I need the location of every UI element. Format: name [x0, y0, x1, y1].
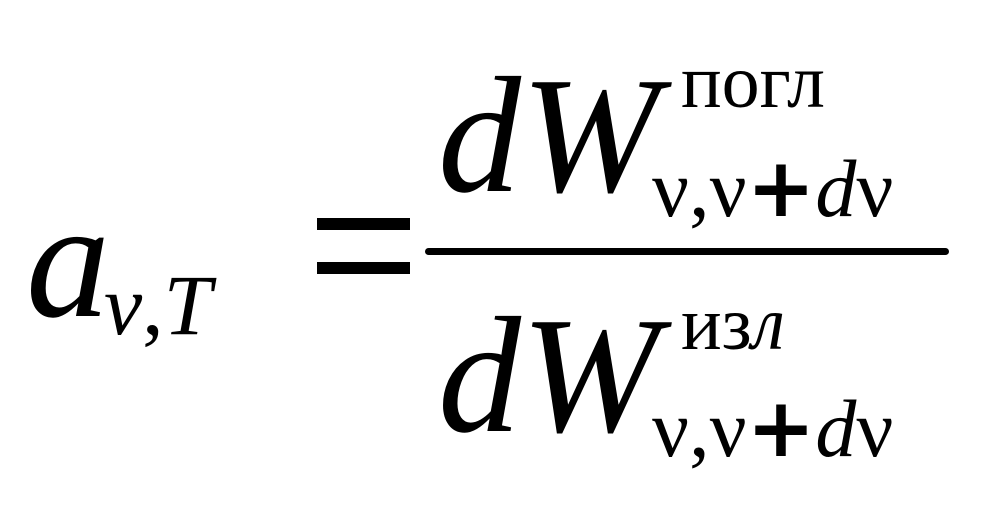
differential-d: d [438, 283, 521, 467]
sub-plus: + [746, 381, 816, 476]
denominator-superscript: изл [681, 286, 785, 362]
sub-nu: ν [856, 383, 894, 474]
subscript-T: T [163, 257, 212, 353]
sub-d: d [815, 383, 857, 474]
numerator-superscript: погл [681, 40, 825, 124]
numerator-subscript: ν,ν+dν [652, 148, 893, 230]
symbol-W: W [521, 43, 660, 227]
sub-nu: ν [652, 143, 690, 234]
sub-comma: , [689, 383, 710, 474]
lhs-symbol-a: a [26, 167, 110, 353]
superscript-italic: л [751, 282, 785, 366]
sub-nu: ν [709, 143, 747, 234]
sub-comma: , [689, 143, 710, 234]
differential-d: d [438, 43, 521, 227]
subscript-comma: , [142, 257, 164, 353]
symbol-W: W [521, 283, 660, 467]
sub-nu: ν [709, 383, 747, 474]
equals-bar-top [317, 218, 410, 230]
equals-bar-bottom [317, 262, 410, 274]
denominator-dW: dW [438, 292, 659, 458]
sub-nu: ν [856, 143, 894, 234]
denominator-subscript: ν,ν+dν [652, 388, 893, 470]
subscript-nu: ν [104, 257, 143, 353]
superscript-upright: из [681, 282, 752, 366]
fraction-bar [425, 248, 949, 255]
sub-nu: ν [652, 383, 690, 474]
lhs-subscript: ν,T [104, 262, 212, 348]
sub-d: d [815, 143, 857, 234]
sub-plus: + [746, 141, 816, 236]
numerator-dW: dW [438, 52, 659, 218]
